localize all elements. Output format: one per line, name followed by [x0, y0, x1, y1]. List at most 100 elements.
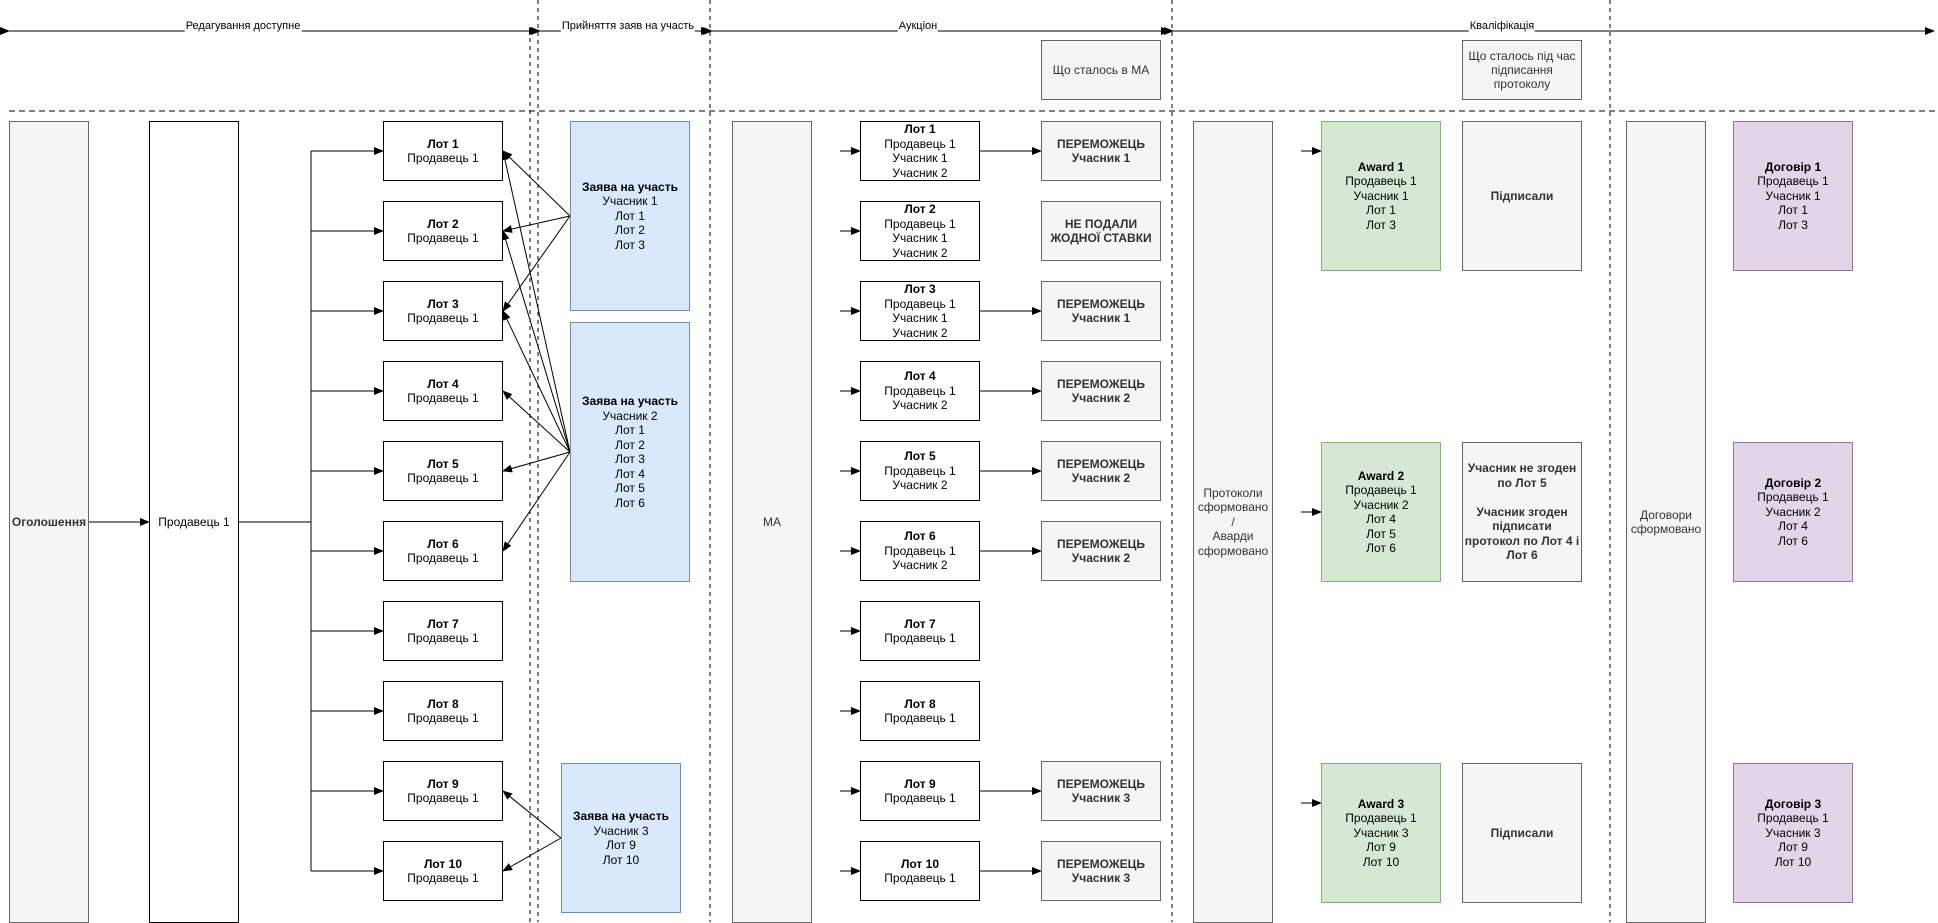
application-box-line: Лот 10 [602, 852, 640, 867]
ma-note-text: Що сталось в МА [1052, 63, 1150, 77]
application-to-lot-arrow [502, 837, 562, 872]
award-box-line: Лот 1 [1366, 203, 1396, 218]
auction-lot-box-line: Продавець 1 [884, 136, 956, 151]
lot-box-title: Лот 4 [427, 376, 459, 391]
award-box-line: Учасник 1 [1353, 188, 1409, 203]
lot-box-line: Продавець 1 [407, 311, 479, 325]
lot-box-title: Лот 1 [427, 136, 459, 151]
signing-result-box-line: Учасник не згоден [1467, 461, 1577, 476]
award-box-line: Лот 10 [1362, 854, 1400, 869]
signing-result-box: Підписали [1462, 121, 1582, 271]
award-box-line: Лот 5 [1366, 526, 1396, 541]
seller-box: Продавець 1 [149, 121, 239, 923]
lot-box-title: Лот 7 [427, 616, 459, 631]
contract-box-line: Лот 3 [1778, 217, 1808, 232]
auction-result-box-line: ПЕРЕМОЖЕЦЬ [1056, 456, 1146, 471]
lot-box-title: Лот 8 [427, 696, 459, 711]
application-to-lot-arrow [502, 390, 571, 453]
auction-result-box-line: Учасник 2 [1071, 391, 1131, 405]
announcement-label: Оголошення [11, 514, 87, 529]
lot-box-line: Продавець 1 [407, 791, 479, 805]
auction-lot-box-title: Лот 9 [904, 776, 936, 791]
award-box-line: Лот 3 [1366, 217, 1396, 232]
auction-lot-box-line: Продавець 1 [884, 383, 956, 398]
application-box-line: Учасник 3 [593, 823, 649, 838]
ma-label: МА [763, 514, 781, 529]
application-to-lot-arrow [502, 150, 571, 217]
seller-label: Продавець 1 [158, 514, 230, 529]
contract-box-title: Договір 1 [1764, 159, 1822, 174]
contract-box-line: Продавець 1 [1757, 811, 1829, 826]
contracts-formed-box: Договори сформовано [1626, 121, 1706, 923]
auction-result-box-line: ПЕРЕМОЖЕЦЬ [1056, 136, 1146, 151]
application-box-title: Заява на участь [582, 394, 678, 408]
lot-box-title: Лот 5 [427, 456, 459, 471]
application-to-lot-arrow [501, 230, 571, 453]
auction-lot-box-line: Учасник 1 [892, 231, 948, 245]
protocols-line: / [1231, 514, 1235, 529]
application-box-line: Лот 2 [615, 223, 645, 238]
award-box-title: Award 2 [1357, 468, 1405, 483]
auction-result-box-line: НЕ ПОДАЛИ [1064, 216, 1138, 231]
auction-result-box-line: ПЕРЕМОЖЕЦЬ [1056, 536, 1146, 551]
auction-result-box-line: Учасник 1 [1071, 311, 1131, 325]
contract-box-line: Учасник 3 [1765, 825, 1821, 840]
auction-result-box-line: ПЕРЕМОЖЕЦЬ [1056, 376, 1146, 391]
contract-box-line: Продавець 1 [1757, 174, 1829, 189]
application-box-line: Лот 2 [615, 437, 645, 452]
auction-lot-box-line: Учасник 2 [892, 398, 948, 413]
protocols-line: Протоколи [1203, 485, 1263, 500]
auction-result-box-line: Учасник 1 [1071, 151, 1131, 165]
contract-box-title: Договір 3 [1764, 796, 1822, 811]
contract-box-line: Лот 9 [1778, 840, 1808, 855]
signing-result-box: Підписали [1462, 763, 1582, 903]
application-box-line: Лот 3 [615, 452, 645, 466]
application-to-lot-arrow [502, 451, 571, 552]
phase-label-qualification: Кваліфікація [1468, 20, 1536, 33]
contract-box-line: Лот 10 [1774, 854, 1812, 869]
application-to-lot-arrow [501, 150, 571, 453]
lot-box-line: Продавець 1 [407, 871, 479, 885]
auction-lot-box-line: Продавець 1 [884, 791, 956, 805]
contract-box-title: Договір 2 [1764, 475, 1822, 490]
auction-result-box-line: Учасник 2 [1071, 471, 1131, 485]
lot-box-title: Лот 9 [427, 776, 459, 791]
phase-label-applications: Прийняття заяв на участь [560, 20, 696, 33]
protocols-line: сформовано [1197, 500, 1269, 515]
lot-box-line: Продавець 1 [407, 231, 479, 245]
auction-lot-box-title: Лот 2 [904, 202, 936, 216]
lot-box-line: Продавець 1 [407, 471, 479, 485]
contract-box-line: Учасник 1 [1765, 188, 1821, 203]
auction-lot-box-line: Учасник 2 [892, 165, 948, 180]
signing-result-box-line: Підписали [1490, 188, 1554, 203]
auction-lot-box-title: Лот 4 [904, 369, 936, 384]
auction-lot-box-line: Продавець 1 [884, 711, 956, 725]
application-box-line: Учасник 2 [602, 408, 658, 423]
auction-lot-box-line: Учасник 1 [892, 151, 948, 165]
auction-lot-box-line: Продавець 1 [884, 871, 956, 885]
application-to-lot-arrow [502, 215, 571, 312]
auction-result-box-line: Учасник 3 [1071, 871, 1131, 885]
application-box-line: Учасник 1 [602, 194, 658, 209]
signing-result-box-line: Учасник згоден [1476, 504, 1568, 519]
application-box-line: Лот 1 [615, 423, 645, 437]
signing-result-box-line [1520, 490, 1523, 505]
auction-result-box-line: ПЕРЕМОЖЕЦЬ [1056, 296, 1146, 311]
application-box-line: Лот 9 [606, 838, 636, 852]
signing-result-box-line: по Лот 5 [1497, 475, 1547, 490]
application-to-lot-arrow [502, 310, 571, 453]
auction-lot-box-title: Лот 6 [904, 529, 936, 544]
contract-box-line: Лот 4 [1778, 519, 1808, 534]
auction-result-box-line: ЖОДНОЇ СТАВКИ [1050, 231, 1152, 245]
